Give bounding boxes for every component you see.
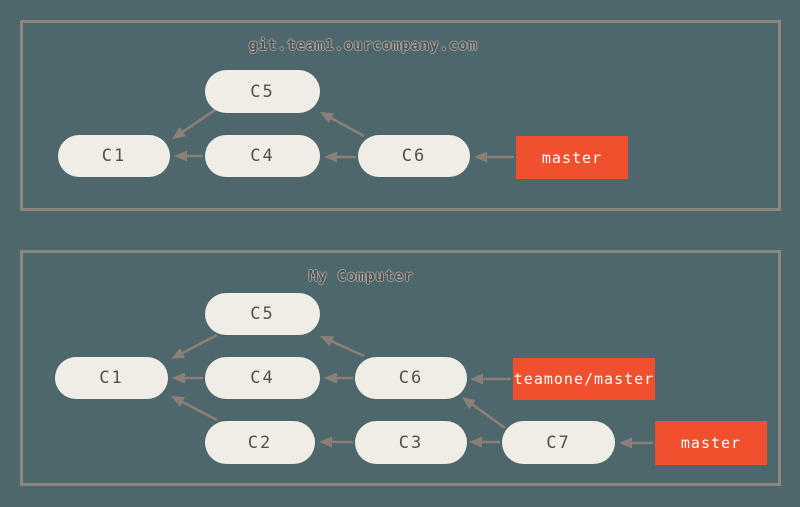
server-commit-c1: C1 (58, 135, 170, 177)
server-ref-master: master (516, 136, 628, 179)
computer-commit-c6: C6 (355, 357, 467, 399)
computer-commit-c5: C5 (205, 293, 320, 335)
computer-box-title: My Computer (308, 267, 414, 285)
server-commit-c5: C5 (205, 70, 320, 113)
server-commit-c6: C6 (358, 135, 470, 177)
computer-ref-teamone-master: teamone/master (513, 358, 655, 400)
computer-commit-c7: C7 (502, 421, 615, 464)
computer-commit-c3: C3 (355, 421, 467, 464)
computer-box: My Computer (20, 250, 781, 486)
server-commit-c4: C4 (205, 135, 320, 177)
computer-commit-c1: C1 (55, 357, 168, 399)
server-box: git.team1.ourcompany.com (20, 20, 781, 211)
computer-commit-c4: C4 (205, 357, 320, 399)
computer-commit-c2: C2 (205, 421, 315, 464)
computer-ref-master: master (655, 421, 767, 465)
server-box-title: git.team1.ourcompany.com (248, 36, 478, 54)
